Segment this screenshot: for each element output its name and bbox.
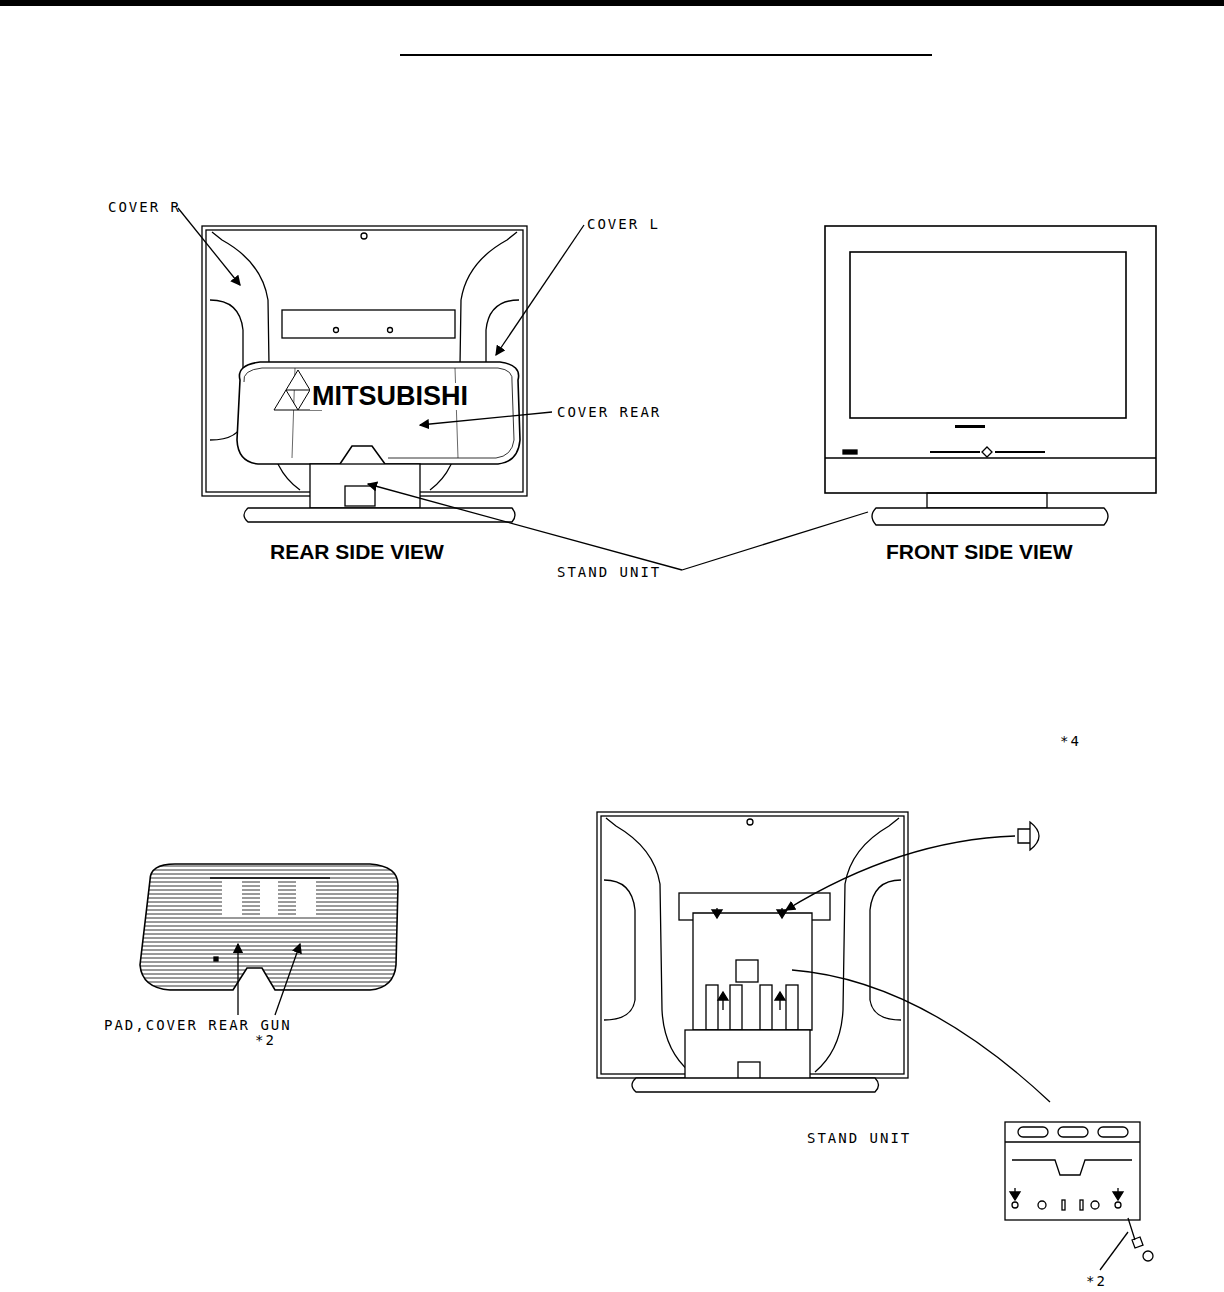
- part-name: COVER REAR: [557, 405, 661, 419]
- view-title: FRONT SIDE VIEW: [886, 541, 1073, 562]
- part-name: COVER L: [587, 217, 660, 231]
- brand-logo: MITSUBISHI: [310, 383, 470, 410]
- callout-number: *2: [255, 1033, 276, 1047]
- callout-number: *4: [1060, 734, 1081, 748]
- callout-number: *2: [1086, 1274, 1107, 1288]
- part-name: STAND UNIT: [557, 565, 661, 579]
- part-name: STAND UNIT: [807, 1131, 911, 1145]
- part-name: COVER R: [108, 200, 181, 214]
- part-name: PAD,COVER REAR GUN: [104, 1018, 292, 1032]
- view-title: REAR SIDE VIEW: [270, 541, 444, 562]
